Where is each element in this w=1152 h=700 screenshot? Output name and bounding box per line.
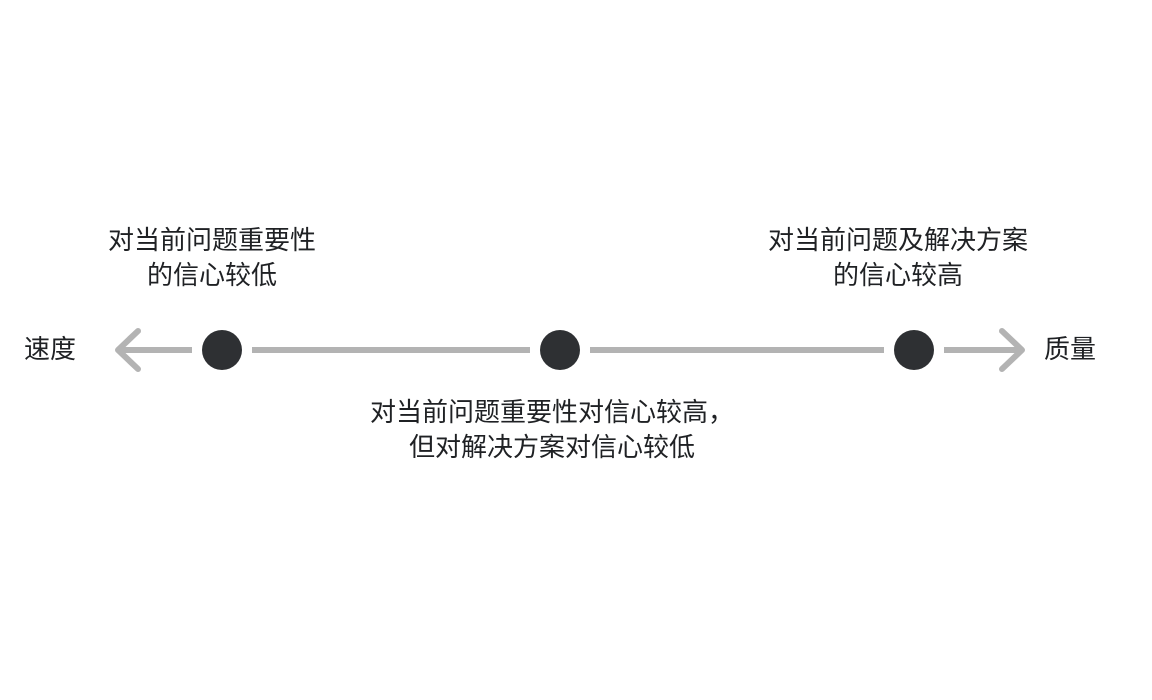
right-arrow-icon bbox=[970, 328, 1025, 372]
spectrum-point-low bbox=[202, 330, 242, 370]
caption-high-confidence: 对当前问题及解决方案 的信心较高 bbox=[768, 224, 1028, 294]
axis-segment-right bbox=[944, 347, 984, 353]
caption-low-line-1: 对当前问题重要性 bbox=[107, 226, 317, 256]
caption-low-line-2: 的信心较低 bbox=[146, 261, 278, 291]
spectrum-point-mid bbox=[540, 330, 580, 370]
axis-segment-center-left bbox=[252, 347, 530, 353]
caption-high-line-2: 的信心较高 bbox=[832, 261, 964, 291]
caption-mid-confidence: 对当前问题重要性对信心较高， 但对解决方案对信心较低 bbox=[370, 396, 734, 466]
caption-high-line-1: 对当前问题及解决方案 bbox=[767, 226, 1029, 256]
caption-mid-line-2: 但对解决方案对信心较低 bbox=[408, 433, 696, 463]
spectrum-point-high bbox=[894, 330, 934, 370]
caption-mid-line-1: 对当前问题重要性对信心较高， bbox=[369, 398, 735, 428]
quality-label: 质量 bbox=[1044, 335, 1097, 365]
axis-segment-center-right bbox=[590, 347, 884, 353]
axis-segment-left bbox=[150, 347, 192, 353]
speed-label: 速度 bbox=[24, 335, 77, 365]
caption-low-confidence: 对当前问题重要性 的信心较低 bbox=[108, 224, 316, 294]
